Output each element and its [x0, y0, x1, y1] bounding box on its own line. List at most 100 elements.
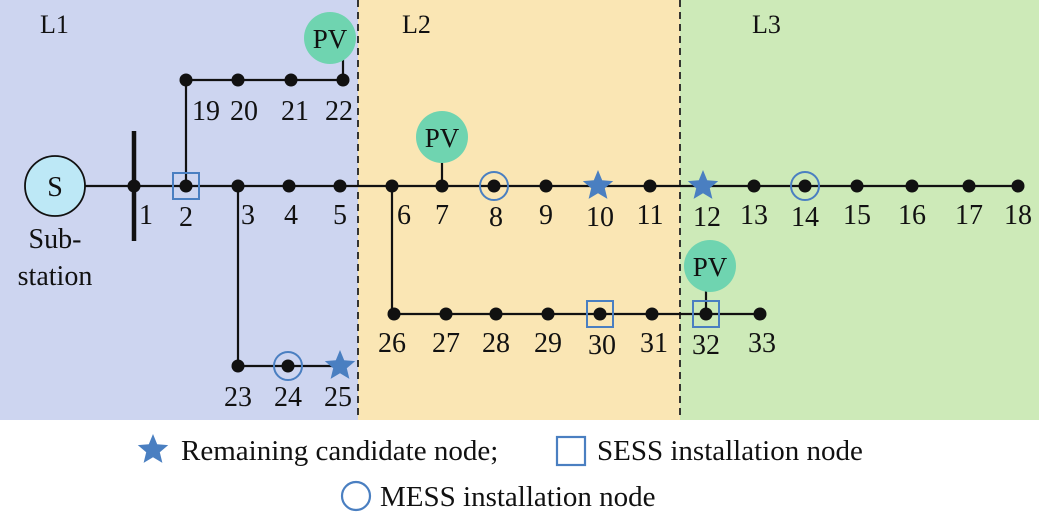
legend: Remaining candidate node; SESS installat… [137, 434, 863, 513]
node-dot [489, 307, 503, 321]
node-label: 1 [139, 200, 153, 231]
node-dot [435, 179, 449, 193]
node-7: 7 [435, 179, 449, 231]
node-dot [798, 179, 812, 193]
node-dot [439, 307, 453, 321]
node-label: 18 [1004, 200, 1032, 231]
legend-sess-square-icon [555, 435, 587, 467]
node-label: 33 [748, 328, 776, 359]
mess-marker-circle [273, 351, 303, 381]
node-label: 23 [224, 382, 252, 413]
node-dot [487, 179, 501, 193]
node-dot [385, 179, 399, 193]
node-1: 1 [127, 179, 153, 231]
node-25: 25 [324, 350, 356, 413]
substation-caption-line1: Sub- [29, 224, 82, 255]
node-label: 12 [693, 202, 721, 233]
node-dot [127, 179, 141, 193]
node-label: 30 [588, 330, 616, 361]
node-16: 16 [898, 179, 926, 231]
node-dot [699, 307, 713, 321]
node-label: 21 [281, 96, 309, 127]
node-14: 14 [790, 171, 820, 233]
node-label: 27 [432, 328, 460, 359]
pv-label: PV [313, 24, 348, 54]
node-dot [850, 179, 864, 193]
node-dot [593, 307, 607, 321]
node-dot [179, 179, 193, 193]
node-dot [645, 307, 659, 321]
node-label: 20 [230, 96, 258, 127]
node-20: 20 [230, 73, 258, 127]
node-dot [231, 359, 245, 373]
mess-marker-circle [790, 171, 820, 201]
node-26: 26 [378, 307, 406, 359]
node-27: 27 [432, 307, 460, 359]
node-13: 13 [740, 179, 768, 231]
node-15: 15 [843, 179, 871, 231]
node-label: 28 [482, 328, 510, 359]
node-label: 11 [637, 200, 664, 231]
node-29: 29 [534, 307, 562, 359]
node-dot [336, 73, 350, 87]
node-label: 16 [898, 200, 926, 231]
node-label: 10 [586, 202, 614, 233]
node-9: 9 [539, 179, 553, 231]
node-dot [281, 359, 295, 373]
region-label-l3: L3 [752, 10, 781, 39]
node-label: 31 [640, 328, 668, 359]
node-label: 7 [435, 200, 449, 231]
node-label: 17 [955, 200, 983, 231]
node-label: 29 [534, 328, 562, 359]
node-label: 6 [397, 200, 411, 231]
node-label: 26 [378, 328, 406, 359]
region-label-l1: L1 [40, 10, 69, 39]
node-dot [333, 179, 347, 193]
legend-mess-label: MESS installation node [380, 481, 656, 513]
pv-circle [304, 12, 356, 64]
mess-marker-circle [479, 171, 509, 201]
legend-mess-circle-icon [340, 480, 372, 512]
sess-marker-square [692, 300, 720, 328]
substation-circle [24, 155, 86, 217]
sess-marker-square [586, 300, 614, 328]
node-2: 2 [172, 172, 200, 233]
node-6: 6 [385, 179, 411, 231]
node-label: 13 [740, 200, 768, 231]
node-dot [1011, 179, 1025, 193]
pv-circle [416, 111, 468, 163]
node-label: 2 [179, 202, 193, 233]
legend-sess-label: SESS installation node [597, 435, 863, 467]
pv-circle [684, 240, 736, 292]
node-dot [541, 307, 555, 321]
node-dot [643, 179, 657, 193]
node-label: 32 [692, 330, 720, 361]
pv-label: PV [693, 252, 728, 282]
pv-label: PV [425, 123, 460, 153]
node-dot [905, 179, 919, 193]
node-label: 14 [791, 202, 819, 233]
substation: S Sub- station [18, 155, 92, 292]
node-28: 28 [482, 307, 510, 359]
node-label: 15 [843, 200, 871, 231]
pv-source-node-22: PV [304, 12, 356, 64]
node-dot [231, 73, 245, 87]
node-label: 19 [192, 96, 220, 127]
pv-source-node-32: PV [684, 240, 736, 292]
node-24: 24 [273, 351, 303, 413]
node-30: 30 [586, 300, 616, 361]
node-11: 11 [637, 179, 664, 231]
region-l2-background [358, 0, 680, 420]
node-dot [753, 307, 767, 321]
node-dot [179, 73, 193, 87]
node-label: 4 [284, 200, 298, 231]
region-label-l2: L2 [402, 10, 431, 39]
node-dot [539, 179, 553, 193]
node-label: 5 [333, 200, 347, 231]
node-label: 9 [539, 200, 553, 231]
node-10: 10 [582, 170, 614, 233]
node-33: 33 [748, 307, 776, 359]
node-19: 19 [179, 73, 220, 127]
node-label: 3 [241, 200, 255, 231]
